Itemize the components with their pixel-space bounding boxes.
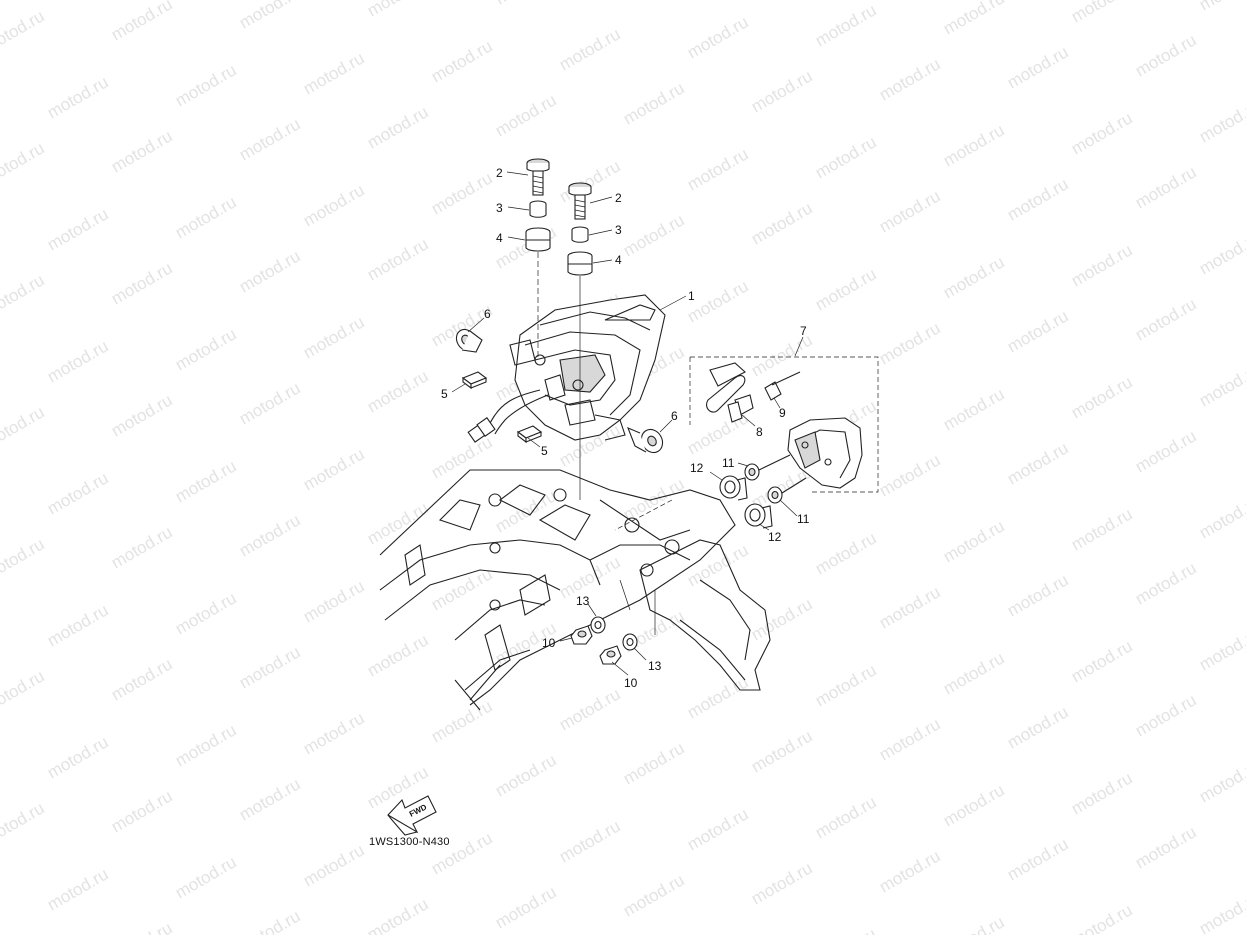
damper-right [627, 426, 664, 454]
rear-fender [639, 539, 771, 691]
callout-6-left: 6 [484, 307, 491, 321]
fwd-arrow: FWD [387, 795, 437, 836]
callout-11-lower: 11 [797, 512, 810, 526]
callout-9: 9 [779, 406, 786, 420]
callout-4-right: 4 [615, 253, 622, 267]
drawing-number: 1WS1300-N430 [369, 836, 450, 848]
nut-10-upper [570, 625, 593, 645]
spacer-upper [744, 454, 791, 481]
license-lamp-group [689, 356, 879, 493]
bolt-right [568, 182, 592, 220]
washer-13-lower [622, 633, 638, 651]
nut-clip-lower [516, 425, 543, 444]
callout-12-upper: 12 [690, 461, 704, 475]
callout-5-upper: 5 [441, 387, 448, 401]
damper-12-lower [744, 503, 773, 529]
callout-labels: 1 2 2 3 3 4 4 5 5 6 6 7 8 9 10 10 11 11 … [441, 166, 810, 690]
rear-frame [379, 469, 736, 711]
callout-1: 1 [688, 289, 695, 303]
callout-2-left: 2 [496, 166, 503, 180]
collar-left [529, 200, 547, 218]
callout-6-right: 6 [671, 409, 678, 423]
callout-8: 8 [756, 425, 763, 439]
damper-left [455, 328, 483, 353]
callout-10-lower: 10 [624, 676, 638, 690]
washer-13-upper [590, 616, 606, 634]
bolt-left [526, 158, 550, 196]
callout-2-right: 2 [615, 191, 622, 205]
nut-10-lower [599, 645, 622, 665]
callout-13-lower: 13 [648, 659, 662, 673]
tail-light-assembly [467, 294, 666, 443]
callout-7: 7 [800, 324, 807, 338]
callout-12-lower: 12 [768, 530, 782, 544]
damper-12-upper [719, 475, 748, 501]
callout-10-upper: 10 [542, 636, 556, 650]
callout-3-right: 3 [615, 223, 622, 237]
nut-clip-upper [461, 371, 488, 390]
assembly-lines [537, 252, 673, 635]
callout-13-upper: 13 [576, 594, 590, 608]
grommet-right [567, 251, 593, 276]
callout-3-left: 3 [496, 201, 503, 215]
spacer-lower [767, 477, 807, 504]
collar-right [571, 226, 589, 243]
callout-4-left: 4 [496, 231, 503, 245]
callout-11-upper: 11 [722, 456, 735, 470]
grommet-left [525, 227, 551, 252]
leader-lines [451, 171, 804, 676]
callout-5-lower: 5 [541, 444, 548, 458]
